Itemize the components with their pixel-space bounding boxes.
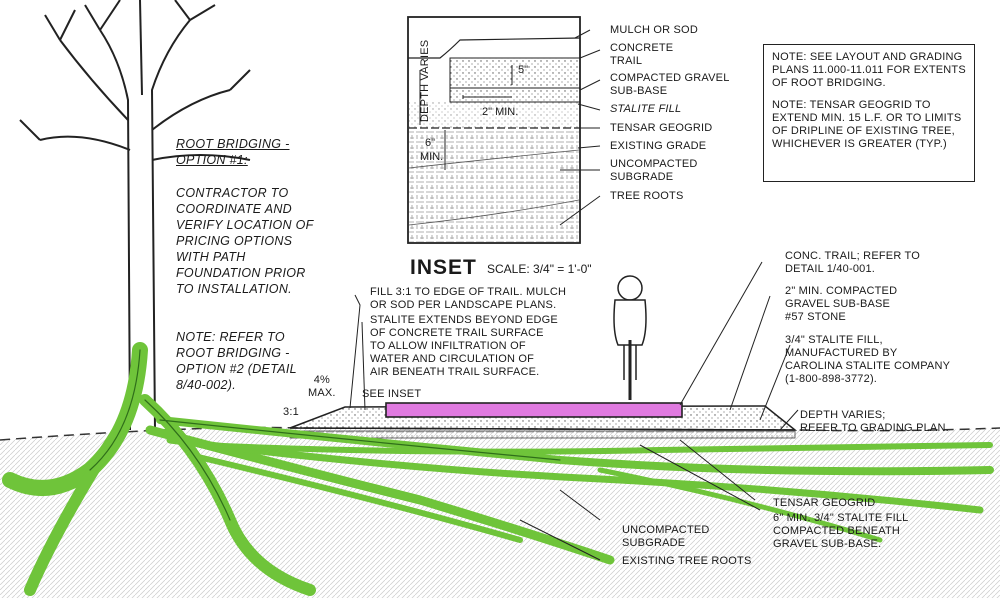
slope-ratio: 3:1 (283, 406, 299, 418)
inset-title: INSET (410, 256, 477, 279)
inset-label-mulch: MULCH OR SOD (610, 24, 698, 36)
inset-dim-2: 2" MIN. (482, 106, 519, 118)
inset-label-stalite: STALITE FILL (610, 103, 682, 115)
concrete-trail (385, 402, 683, 418)
inset-label-grade: EXISTING GRADE (610, 140, 707, 152)
tree-roots (2, 342, 994, 596)
inset-dim-min: MIN. (420, 151, 444, 163)
inset-scale: SCALE: 3/4" = 1'-0" (487, 262, 592, 276)
note-geogrid: NOTE: TENSAR GEOGRID TO EXTEND MIN. 15 L… (772, 99, 962, 150)
inset-dim-6: 6" (425, 137, 436, 149)
inset-label-geogrid: TENSAR GEOGRID (610, 122, 713, 134)
existing-roots-label: EXISTING TREE ROOTS (622, 555, 752, 567)
note-layout: NOTE: SEE LAYOUT AND GRADING PLANS 11.00… (772, 51, 966, 89)
inset-label-roots: TREE ROOTS (610, 190, 684, 202)
inset-depth-varies: DEPTH VARIES (419, 39, 431, 122)
see-inset-label: SEE INSET (362, 388, 422, 400)
tree (19, 0, 251, 431)
depth-varies-label: DEPTH VARIES;REFER TO GRADING PLAN. (800, 409, 949, 434)
root-bridging-heading: ROOT BRIDGING -OPTION #1: (176, 137, 290, 167)
inset-dim-5: 5" (518, 64, 529, 76)
tensar-geogrid-label: TENSAR GEOGRID (773, 497, 876, 509)
cyclist-figure (613, 275, 647, 400)
general-notes-box: NOTE: SEE LAYOUT AND GRADING PLANS 11.00… (763, 44, 975, 182)
inset-detail (407, 16, 581, 244)
leader-lines (349, 29, 799, 561)
slope-percent: 4%MAX. (308, 374, 336, 399)
